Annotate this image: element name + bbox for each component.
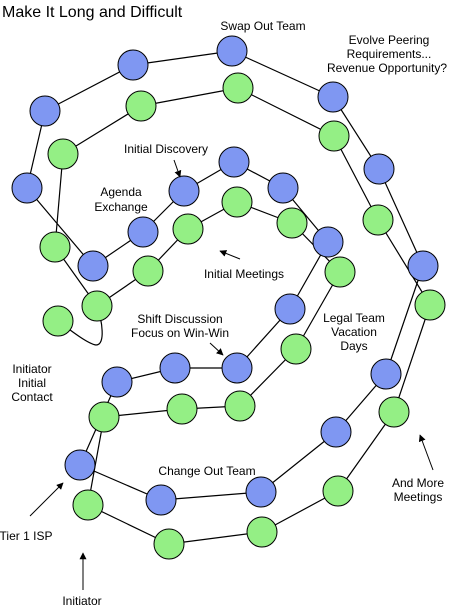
- tier1-isp-node-5: [274, 293, 306, 325]
- evolve-peering-label-line3: Revenue Opportunity?: [327, 61, 447, 75]
- initiator-node-2: [88, 401, 120, 433]
- initiator-node-7: [276, 207, 308, 239]
- more-meetings-label-line2: Meetings: [394, 490, 443, 504]
- tier1-isp-node-16: [317, 81, 349, 113]
- legal-team-label-line2: Vacation: [331, 325, 377, 339]
- initiator-node-18: [414, 289, 446, 321]
- shift-discussion-label-line2: Focus on Win-Win: [131, 326, 229, 340]
- initiator-label: Initiator: [62, 594, 101, 608]
- initiator-node-1: [72, 489, 104, 521]
- tier1-isp-node-1: [64, 449, 96, 481]
- initial-meetings-arrow: [219, 250, 241, 260]
- agenda-exchange-label-line1: Agenda: [100, 185, 142, 199]
- shift-discussion-arrow: [209, 342, 224, 356]
- initiator-node-4: [224, 390, 256, 422]
- initiator-contact-label-line1: Initiator: [12, 362, 51, 376]
- tier1-isp-node-19: [370, 358, 402, 390]
- initiator-node-19: [378, 396, 410, 428]
- tier1-isp-node-8: [218, 146, 250, 178]
- tier1-isp-node-22: [145, 484, 177, 516]
- more-meetings-label-line1: And More: [392, 476, 444, 490]
- initiator-node-17: [362, 204, 394, 236]
- initiator-node-11: [81, 290, 113, 322]
- tier1-isp-node-12: [11, 172, 43, 204]
- initiator-node-22: [153, 528, 185, 560]
- tier1-isp-node-3: [159, 352, 191, 384]
- agenda-exchange-label-line2: Exchange: [94, 200, 148, 214]
- initiator-node-9: [172, 213, 204, 245]
- tier1-isp-node-7: [267, 172, 299, 204]
- initial-meetings-label: Initial Meetings: [204, 267, 284, 281]
- tier1-isp-node-14: [117, 49, 149, 81]
- legal-team-label-line3: Days: [340, 339, 367, 353]
- tier1-isp-node-20: [320, 416, 352, 448]
- shift-discussion-label-line1: Shift Discussion: [137, 312, 222, 326]
- tier1-isp-node-9: [168, 175, 200, 207]
- tier1-isp-node-21: [245, 476, 277, 508]
- initiator-node-5: [280, 333, 312, 365]
- initiator-contact-label-line3: Contact: [11, 390, 53, 404]
- swap-out-team-label: Swap Out Team: [220, 19, 305, 33]
- legal-team-label-line1: Legal Team: [323, 311, 385, 325]
- initiator-node-20: [322, 475, 354, 507]
- tier1-isp-node-15: [216, 35, 248, 67]
- initiator-node-16: [318, 120, 350, 152]
- tier1-isp-node-18: [407, 250, 439, 282]
- tier1-isp-label: Tier 1 ISP: [0, 529, 52, 543]
- initial-discovery-label: Initial Discovery: [124, 142, 208, 156]
- initiator-node-21: [246, 516, 278, 548]
- tier1-isp-node-10: [127, 216, 159, 248]
- more-meetings-arrow: [418, 434, 434, 471]
- evolve-peering-label-line1: Evolve Peering: [349, 33, 430, 47]
- initiator-contact-label-line2: Initial: [18, 376, 46, 390]
- tier1-isp-arrow: [29, 482, 64, 517]
- evolve-peering-label-line2: Requirements...: [347, 47, 432, 61]
- initial-discovery-arrow: [173, 159, 182, 178]
- initiator-node-15: [222, 72, 254, 104]
- tier1-isp-node-13: [29, 95, 61, 127]
- initiator-node-10: [132, 255, 164, 287]
- initiator-node-12: [39, 231, 71, 263]
- tier1-isp-node-6: [312, 226, 344, 258]
- initiator-node-14: [125, 90, 157, 122]
- tier1-isp-node-11: [77, 250, 109, 282]
- change-out-team-label: Change Out Team: [158, 464, 255, 478]
- initiator-node-13: [47, 138, 79, 170]
- tier1-isp-node-2: [101, 366, 133, 398]
- tier1-isp-node-17: [363, 153, 395, 185]
- initiator-node-8: [221, 186, 253, 218]
- initiator-node-3: [166, 393, 198, 425]
- diagram-title: Make It Long and Difficult: [2, 4, 183, 21]
- initiator-node-6: [324, 256, 356, 288]
- tier1-isp-node-4: [221, 352, 253, 384]
- initiator-contact-node: [42, 305, 74, 337]
